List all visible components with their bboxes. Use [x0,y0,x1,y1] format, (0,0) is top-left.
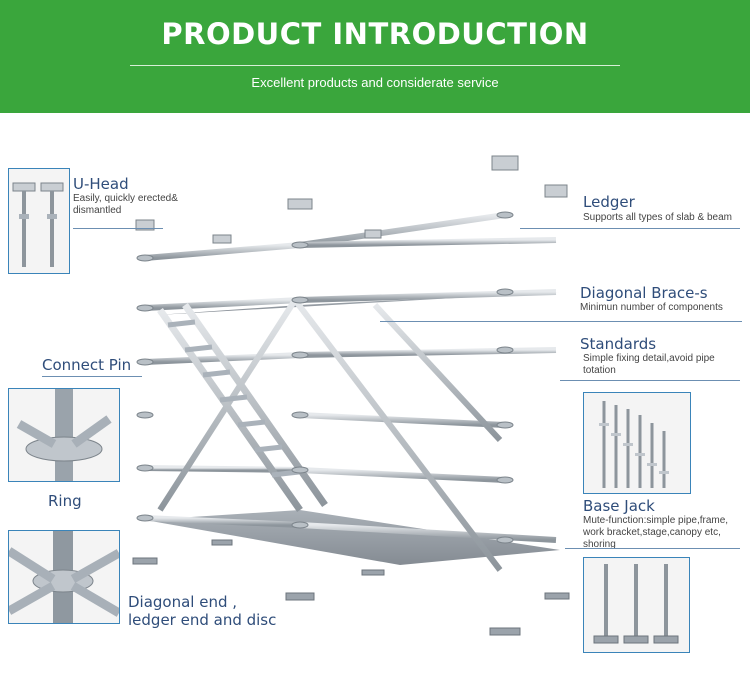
page-subtitle: Excellent products and considerate servi… [251,75,499,90]
base-jack-description-line2: work bracket,stage,canopy etc, [583,527,721,538]
base-jack-description-line1: Mute-function:simple pipe,frame, [583,515,729,526]
front-standards [141,172,509,630]
u-head-description-line1: Easily, quickly erected& [73,193,178,204]
standards-description-line2: totation [583,365,616,376]
connect-pin-title: Connect Pin [42,356,132,374]
u-head-title: U-Head [73,175,129,193]
standards-title: Standards [580,335,657,353]
base-jack-title: Base Jack [583,497,655,515]
u-heads [135,155,568,244]
connect-pin-leader [42,376,142,377]
rosette-nodes [136,211,514,544]
diagonal-brace-title: Diagonal Brace-s [580,284,708,302]
ledger-leader [520,228,740,229]
diagonal-end-title-line1: Diagonal end , [128,593,238,611]
ledger-title: Ledger [583,193,635,211]
base-jack-photo [583,557,690,653]
ring-title: Ring [48,492,82,510]
ring-photo [8,388,120,482]
diagonal-end-title-line2: ledger end and disc [128,611,277,629]
diagonal-brace-description: Minimun number of components [580,302,723,313]
base-plates [132,539,570,636]
u-head-photo [8,168,70,274]
header-divider [130,65,620,66]
ledger-description: Supports all types of slab & beam [583,212,732,223]
u-head-description-line2: dismantled [73,205,122,216]
base-jack-description-line3: shoring [583,539,616,550]
diagonal-brace-leader [380,321,742,322]
diagonal-end-photo [8,530,120,624]
u-head-leader [73,228,163,229]
page-title: PRODUCT INTRODUCTION [161,17,589,51]
header-banner: PRODUCT INTRODUCTION Excellent products … [0,0,750,113]
standards-photo [583,392,691,494]
standards-description-line1: Simple fixing detail,avoid pipe [583,353,715,364]
standards-leader [560,380,740,381]
base-jack-leader [565,548,740,549]
